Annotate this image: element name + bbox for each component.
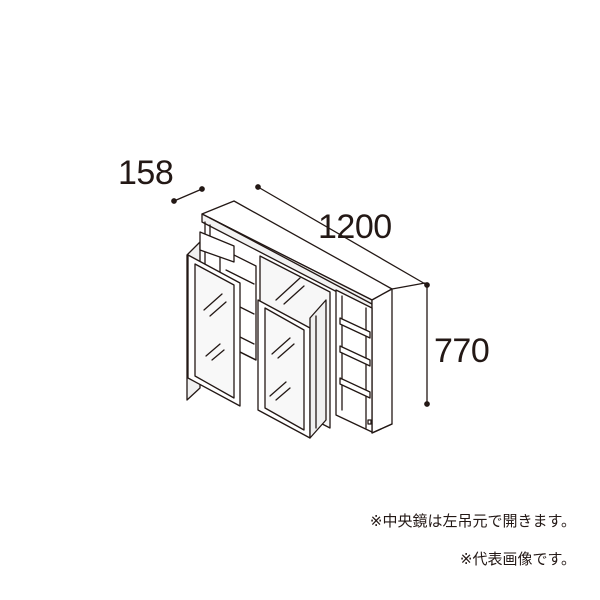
height-dimension-label: 770	[434, 332, 490, 370]
depth-dimension-line	[171, 186, 205, 204]
hinge-note: ※中央鏡は左吊元で開きます。	[369, 512, 576, 530]
right-shelf-section	[335, 289, 373, 433]
right-open-door	[309, 299, 327, 439]
width-dimension-line	[255, 184, 430, 288]
height-dimension-line	[424, 284, 430, 407]
left-mirror-door	[187, 254, 241, 407]
center-mirror-door	[257, 299, 311, 439]
depth-dimension-label: 158	[118, 154, 174, 192]
top-canopy	[201, 200, 393, 311]
representative-image-note: ※代表画像です。	[459, 550, 576, 568]
width-dimension-label: 1200	[318, 208, 392, 246]
cabinet-body	[204, 221, 426, 434]
